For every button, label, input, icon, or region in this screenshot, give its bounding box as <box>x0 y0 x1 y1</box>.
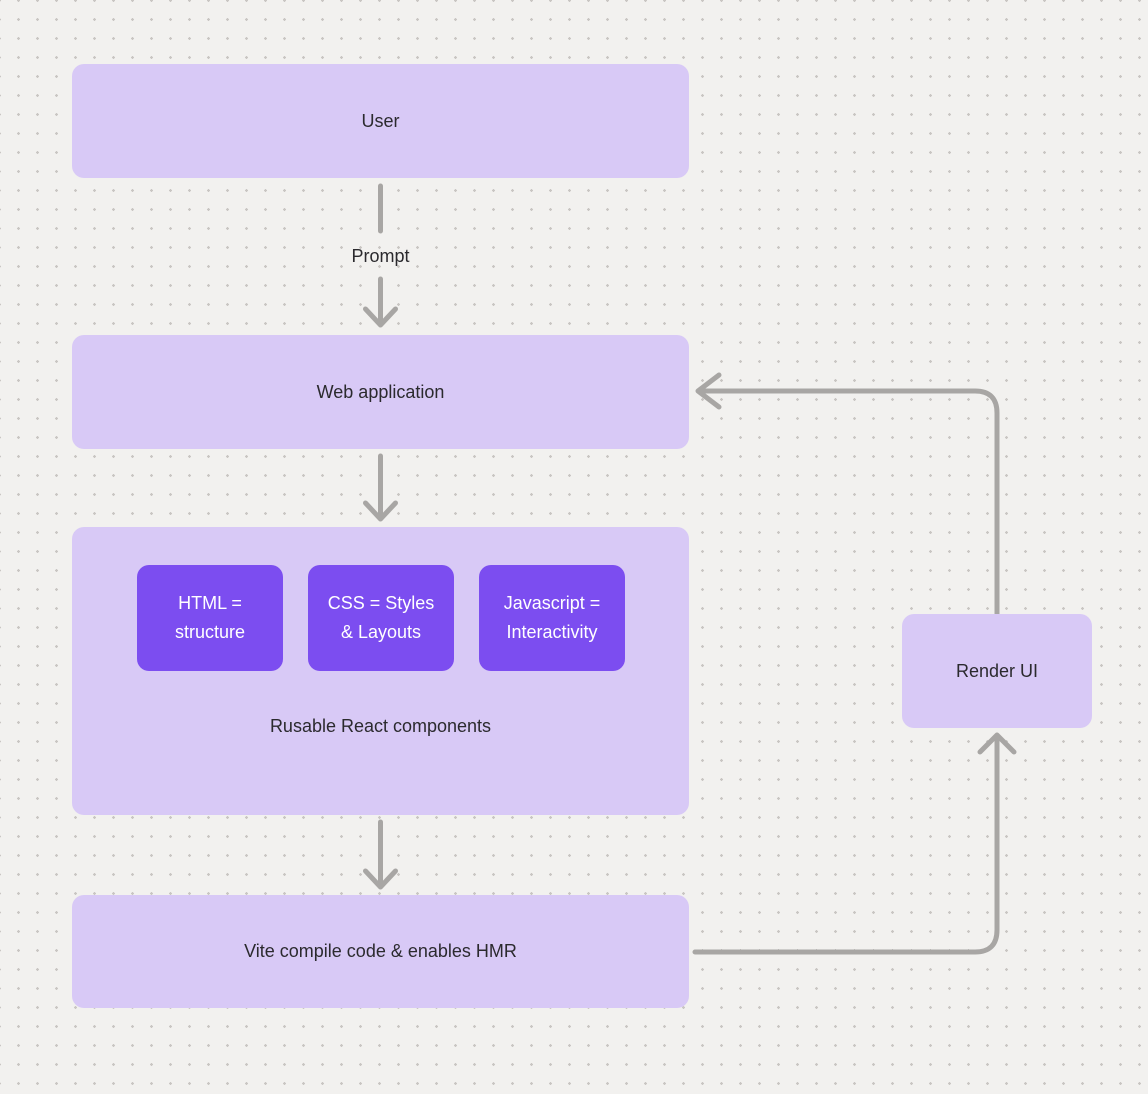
node-components-caption: Rusable React components <box>269 716 492 736</box>
node-html[interactable]: HTML = structure <box>137 565 283 671</box>
node-css-label: CSS = Styles & Layouts <box>327 593 435 642</box>
node-javascript-label: Javascript = Interactivity <box>503 593 601 642</box>
node-web-application-label: Web application <box>316 381 445 402</box>
node-user[interactable]: User <box>72 64 689 178</box>
edge-user-to-web-arrowhead <box>363 306 398 328</box>
node-javascript[interactable]: Javascript = Interactivity <box>479 565 625 671</box>
edge-vite-to-render-arrowhead <box>977 732 1017 755</box>
node-css[interactable]: CSS = Styles & Layouts <box>308 565 454 671</box>
edge-vite-to-render-shaft <box>692 737 1000 955</box>
edge-components-to-vite-arrowhead <box>363 868 398 890</box>
node-vite-label: Vite compile code & enables HMR <box>244 941 517 961</box>
node-html-label: HTML = structure <box>174 593 246 642</box>
node-render-ui[interactable]: Render UI <box>902 614 1092 728</box>
node-render-ui-label: Render UI <box>955 660 1039 681</box>
edge-render-to-web-shaft <box>698 388 1000 617</box>
edge-web-to-components-arrowhead <box>363 500 398 522</box>
edge-render-to-web-arrowhead <box>695 372 722 410</box>
node-vite[interactable]: Vite compile code & enables HMR <box>72 895 689 1008</box>
node-user-label: User <box>361 110 400 131</box>
node-web-application[interactable]: Web application <box>72 335 689 449</box>
edge-label-prompt: Prompt <box>351 246 410 266</box>
